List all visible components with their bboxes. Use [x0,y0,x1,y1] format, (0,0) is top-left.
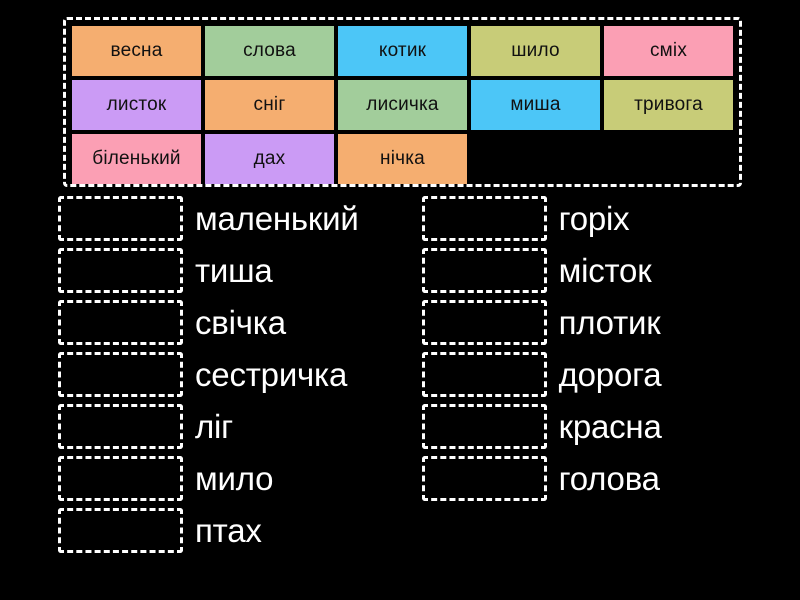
answer-row: маленький [58,196,359,241]
word-tile[interactable]: весна [72,26,201,76]
answer-row: ліг [58,404,359,449]
answer-label: горіх [558,200,630,237]
word-tile[interactable]: тривога [604,80,733,130]
answer-label: ліг [195,408,234,445]
drop-zone[interactable] [421,248,547,293]
answer-column-right: горіх місток плотик дорога красна голова [421,196,662,553]
drop-zone[interactable] [58,456,183,501]
drop-zone[interactable] [421,456,547,501]
word-tile[interactable]: нічка [338,134,467,184]
answer-label: сестричка [195,356,348,393]
word-tile[interactable]: шило [471,26,600,76]
drop-zone[interactable] [58,508,183,553]
word-tile[interactable]: дах [205,134,334,184]
word-tile[interactable]: котик [338,26,467,76]
drop-zone[interactable] [421,404,547,449]
answer-label: тиша [195,252,273,289]
drop-zone[interactable] [421,352,547,397]
answer-row: мило [58,456,359,501]
answer-label: мило [195,460,274,497]
word-tile[interactable]: сміх [604,26,733,76]
drop-zone[interactable] [58,300,183,345]
answer-row: красна [421,404,662,449]
drop-zone[interactable] [58,196,183,241]
answer-row: тиша [58,248,359,293]
drop-zone[interactable] [58,404,183,449]
answer-label: плотик [558,304,661,341]
drop-zone[interactable] [421,196,547,241]
answer-label: голова [558,460,660,497]
word-tile[interactable]: біленький [72,134,201,184]
answer-column-left: маленький тиша свічка сестричка ліг мило птах [58,196,359,553]
answer-row: птах [58,508,359,553]
answer-row: дорога [421,352,662,397]
answer-row: плотик [421,300,662,345]
drop-zone[interactable] [58,248,183,293]
answer-label: красна [558,408,662,445]
answer-row: сестричка [58,352,359,397]
word-tile[interactable]: миша [471,80,600,130]
word-tile[interactable]: сніг [205,80,334,130]
answer-label: маленький [195,200,359,237]
answer-row: горіх [421,196,662,241]
word-tile[interactable]: слова [205,26,334,76]
word-tile[interactable]: лисичка [338,80,467,130]
drop-zone[interactable] [421,300,547,345]
answer-row: голова [421,456,662,501]
answer-label: свічка [195,304,286,341]
drop-zone[interactable] [58,352,183,397]
answer-row: місток [421,248,662,293]
word-tile[interactable]: листок [72,80,201,130]
answer-label: птах [195,512,262,549]
answer-row: свічка [58,300,359,345]
answer-label: дорога [558,356,662,393]
answer-label: місток [558,252,652,289]
